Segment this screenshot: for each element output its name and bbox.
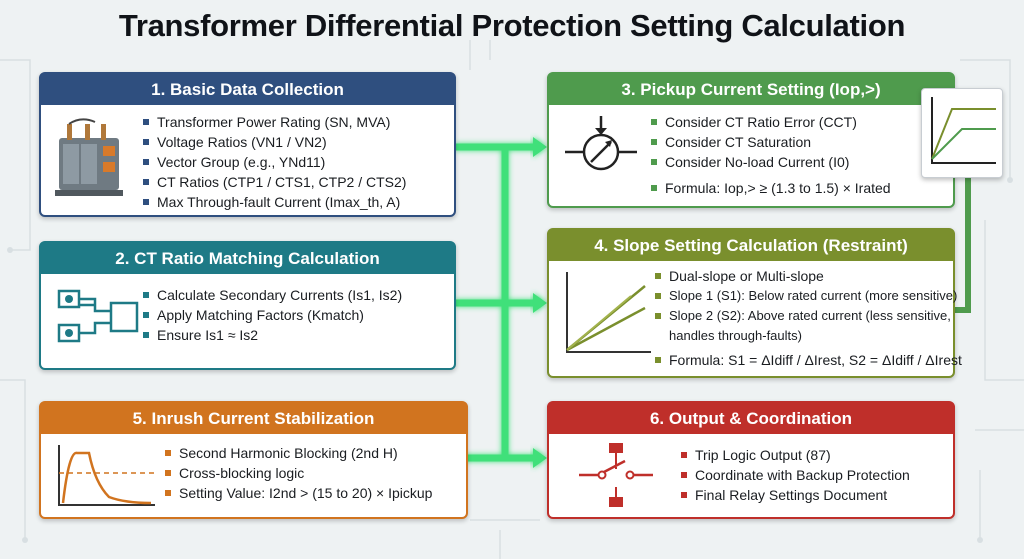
list-item: Coordinate with Backup Protection (679, 465, 910, 485)
list-item: Final Relay Settings Document (679, 485, 910, 505)
list-item: Dual-slope or Multi-slope (653, 266, 962, 286)
relay-contact-icon (579, 443, 653, 507)
list-item: Slope 1 (S1): Below rated current (more … (653, 286, 962, 306)
basic-data-collection-panel: 1. Basic Data Collection Transformer Pow… (39, 72, 456, 217)
list-item: Voltage Ratios (VN1 / VN2) (141, 132, 406, 152)
ct-matching-block-icon (57, 289, 139, 343)
inrush-current-stabilization-panel: 5. Inrush Current Stabilization Second H… (39, 401, 468, 519)
panel-header: 1. Basic Data Collection (41, 74, 454, 105)
characteristic-graph-card (921, 88, 1003, 178)
panel-header: 3. Pickup Current Setting (Iop,>) (549, 74, 953, 105)
list-item: CT Ratios (CTP1 / CTS1, CTP2 / CTS2) (141, 172, 406, 192)
list-item: Cross-blocking logic (163, 463, 432, 483)
list-item: Ensure Is1 ≈ Is2 (141, 325, 402, 345)
ct-ratio-matching-panel: 2. CT Ratio Matching Calculation Calcula… (39, 241, 456, 370)
panel-header: 5. Inrush Current Stabilization (41, 403, 466, 434)
list-item: Calculate Secondary Currents (Is1, Is2) (141, 285, 402, 305)
list-item: Transformer Power Rating (SN, MVA) (141, 112, 406, 132)
list-item: Formula: S1 = ΔIdiff / ΔIrest, S2 = ΔIdi… (653, 350, 962, 370)
output-coordination-panel: 6. Output & Coordination Trip Logic Outp… (547, 401, 955, 519)
list-item: Slope 2 (S2): Above rated current (less … (653, 306, 954, 346)
list-item: Trip Logic Output (87) (679, 445, 910, 465)
transformer-icon (55, 118, 123, 196)
list-item: Max Through-fault Current (Imax_th, A) (141, 192, 406, 212)
slope-setting-panel: 4. Slope Setting Calculation (Restraint)… (547, 228, 962, 378)
panel-header: 6. Output & Coordination (549, 403, 953, 434)
characteristic-graph-icon (931, 97, 996, 164)
inrush-waveform-icon (58, 445, 155, 506)
panel-header: 4. Slope Setting Calculation (Restraint) (549, 230, 953, 261)
list-item: Consider No-load Current (I0) (649, 152, 891, 172)
ct-measurement-icon (565, 116, 637, 171)
pickup-current-setting-panel: 3. Pickup Current Setting (Iop,>) Consid… (547, 72, 955, 208)
slope-graph-icon (566, 272, 651, 353)
list-item: Consider CT Saturation (649, 132, 891, 152)
list-item: Apply Matching Factors (Kmatch) (141, 305, 402, 325)
list-item: Setting Value: I2nd > (15 to 20) × Ipick… (163, 483, 432, 503)
list-item: Second Harmonic Blocking (2nd H) (163, 443, 432, 463)
page-title: Transformer Differential Protection Sett… (118, 8, 906, 43)
list-item: Vector Group (e.g., YNd11) (141, 152, 406, 172)
panel-header: 2. CT Ratio Matching Calculation (41, 243, 454, 274)
list-item: Formula: Iop,> ≥ (1.3 to 1.5) × Irated (649, 178, 891, 198)
list-item: Consider CT Ratio Error (CCT) (649, 112, 891, 132)
